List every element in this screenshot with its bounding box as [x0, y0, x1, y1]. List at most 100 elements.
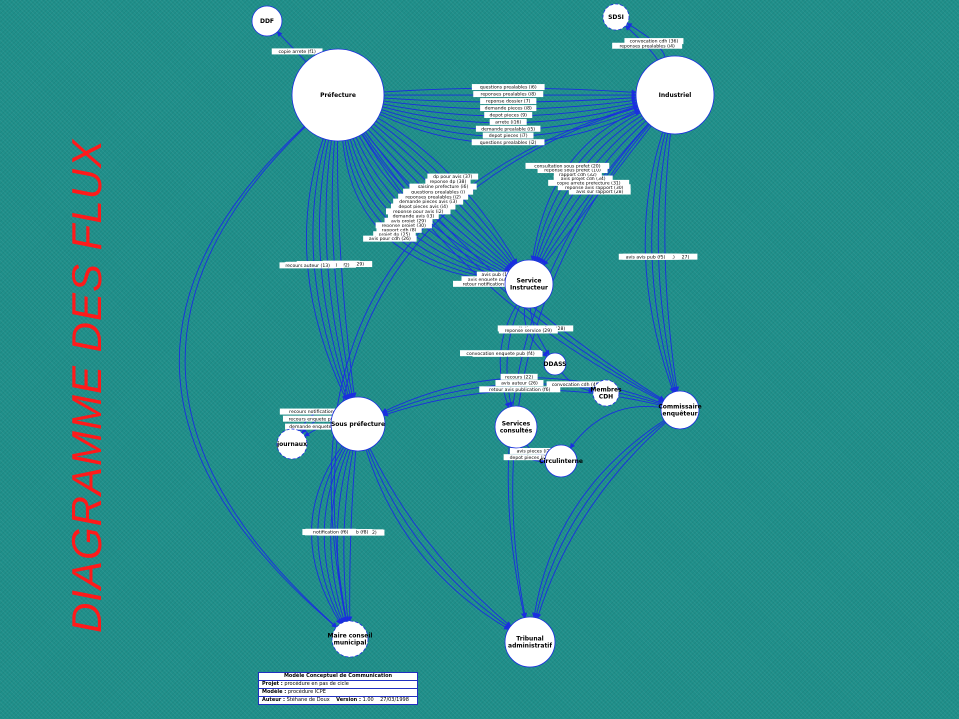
flow-labels: copie arrete (f1) questions prealables (i… — [271, 38, 698, 536]
flow-label-box — [427, 173, 479, 180]
flow-label-box — [612, 42, 683, 49]
flow-label-box — [489, 118, 527, 125]
flow-label-text: demande prealable (i5) — [481, 126, 535, 132]
flow-label-text: avis pieces (i2) — [517, 449, 552, 455]
flow-arrow — [569, 406, 662, 449]
flow-label-text: copie arrete prefecture (31) — [557, 180, 621, 186]
node-label: Préfecture — [320, 92, 356, 99]
flow-label: questions prealables (i) — [403, 188, 474, 195]
node-circle — [543, 352, 567, 376]
flow-label: avis projet (29) — [384, 217, 433, 224]
node-circle — [592, 379, 620, 407]
node-sdsi: SDSI — [602, 3, 630, 31]
flow-label: avis enquete pub (i2) — [461, 276, 524, 283]
flow-label: avis pour cdh (26) — [363, 235, 417, 242]
flow-label-box — [375, 222, 432, 229]
flow-label-box — [480, 105, 537, 112]
flow-label: convocation cdh (40) — [546, 381, 606, 388]
flow-arrow — [536, 422, 667, 619]
flow-arrow — [644, 131, 675, 393]
flow-label-box — [373, 231, 416, 238]
flow-label-box — [624, 38, 684, 45]
node-circle — [660, 390, 700, 430]
flow-label-text: recours auteur (13) — [285, 263, 330, 269]
legend-box: Modèle Conceptuel de Communication Proje… — [258, 672, 418, 705]
flow-label-text: demande enquete pub (i8) — [289, 424, 351, 430]
flow-label-text: copie arrete (f1) — [279, 49, 316, 55]
flow-label-box — [305, 528, 357, 535]
flow-label-text: rapport cdh (32) — [559, 172, 597, 178]
flow-label-box — [618, 253, 673, 260]
flow-label: retour avis publication (f6) — [479, 386, 561, 393]
flow-label: demande pieces avis (i3) — [393, 198, 464, 205]
flow-label-text: saisine prefecture (i6) — [418, 184, 469, 190]
node-ddass: DDASS — [543, 352, 567, 376]
flow-arrow — [369, 448, 512, 627]
legend-projet-key: Projet : — [262, 681, 283, 687]
flow-label-text: convocation enquete pub (f4) — [466, 351, 534, 357]
flow-label-box — [479, 386, 561, 393]
flow-label: avis pub (16) — [476, 271, 517, 278]
flow-label: questions prealables (i2) — [471, 139, 545, 146]
node-ddf: DDF — [251, 5, 283, 37]
flow-label-box — [495, 380, 544, 387]
flow-label: avis projet cdh (34) — [553, 175, 613, 182]
node-label: DDASS — [544, 361, 567, 368]
flow-label-text: reponses prealables (i4) — [619, 43, 675, 49]
flow-label: consultation sous prefet (20) — [525, 162, 610, 169]
flow-label: recours auteur (13) — [279, 262, 336, 269]
flow-label-text: questions prealables (i) — [411, 189, 465, 195]
node-circle — [504, 259, 554, 309]
flow-label-text: depot pieces (9) — [489, 113, 527, 119]
flow-label-text: avis enquete pub (i2) — [468, 277, 517, 283]
flow-label-box — [503, 454, 555, 461]
flow-label-text: recours enquete pub (43) — [289, 416, 348, 422]
flow-label: demande prealable (i5) — [475, 125, 541, 132]
flow-arrow — [531, 420, 665, 619]
legend-auteur: Auteur : Stéhane de Doux Version : 1.00 … — [259, 696, 417, 704]
flow-label: demande enquete pub (i8) — [285, 423, 356, 430]
flow-label: reponse pour avis (i2) — [386, 208, 451, 215]
flow-label-text: demande pieces avis (i3) — [399, 199, 457, 205]
flow-label-box — [568, 188, 631, 195]
flow-label: recours enquete pub (43) — [282, 415, 353, 422]
flow-label-text: reponse service (29) — [505, 328, 552, 334]
flow-arrow — [305, 138, 347, 401]
flow-label: rapport cdh (8) — [376, 226, 422, 233]
node-label: Maire conseil — [328, 633, 373, 640]
node-label: Services — [502, 421, 531, 428]
node-journaux: journaux — [276, 428, 308, 460]
flow-label-text: projet dp (25) — [379, 232, 411, 238]
node-circulinterne: Circulinterne — [539, 444, 583, 478]
flow-arrow — [512, 124, 651, 619]
flow-label-box — [384, 217, 433, 224]
flow-label-text: retour avis publication (f6) — [489, 387, 550, 393]
flow-label-text: retour notification (f4) — [463, 281, 514, 287]
flow-label-text: convocation cdh (40) — [552, 382, 601, 388]
flow-label-text: questions prealables (i6) — [480, 85, 537, 91]
flow-label: avis sur rapport (28) — [568, 188, 631, 195]
flow-label-text: depot pieces (i7) — [489, 133, 528, 139]
legend-version-value: 1.00 — [362, 697, 374, 703]
node-circle — [544, 444, 578, 478]
node-label: Tribunal — [516, 636, 543, 643]
flow-label-text: reponse sous prefet (10) — [544, 168, 601, 174]
node-circle — [635, 55, 715, 135]
flow-arrow — [664, 133, 680, 393]
flow-label-text: reponse dossier (7) — [486, 99, 531, 105]
node-industriel: Industriel — [635, 55, 715, 135]
flow-label: rapport cdh (32) — [553, 171, 602, 178]
legend-projet: Projet : procédure en pas de cicle — [259, 680, 417, 688]
node-label: Sous préfecture — [331, 421, 385, 428]
flow-label: avis auteur (26) — [495, 380, 544, 387]
flow-label: recours notification (f3) — [279, 408, 353, 415]
node-label: Membres — [590, 387, 622, 394]
legend-projet-value: procédure en pas de cicle — [284, 681, 349, 687]
flow-label-box — [557, 184, 631, 191]
flow-label-text: avis projet cdh (34) — [561, 176, 606, 182]
node-circle — [504, 616, 556, 668]
flow-label-text: reponses prealables (i2) — [405, 194, 461, 200]
node-label: Industriel — [659, 92, 692, 99]
